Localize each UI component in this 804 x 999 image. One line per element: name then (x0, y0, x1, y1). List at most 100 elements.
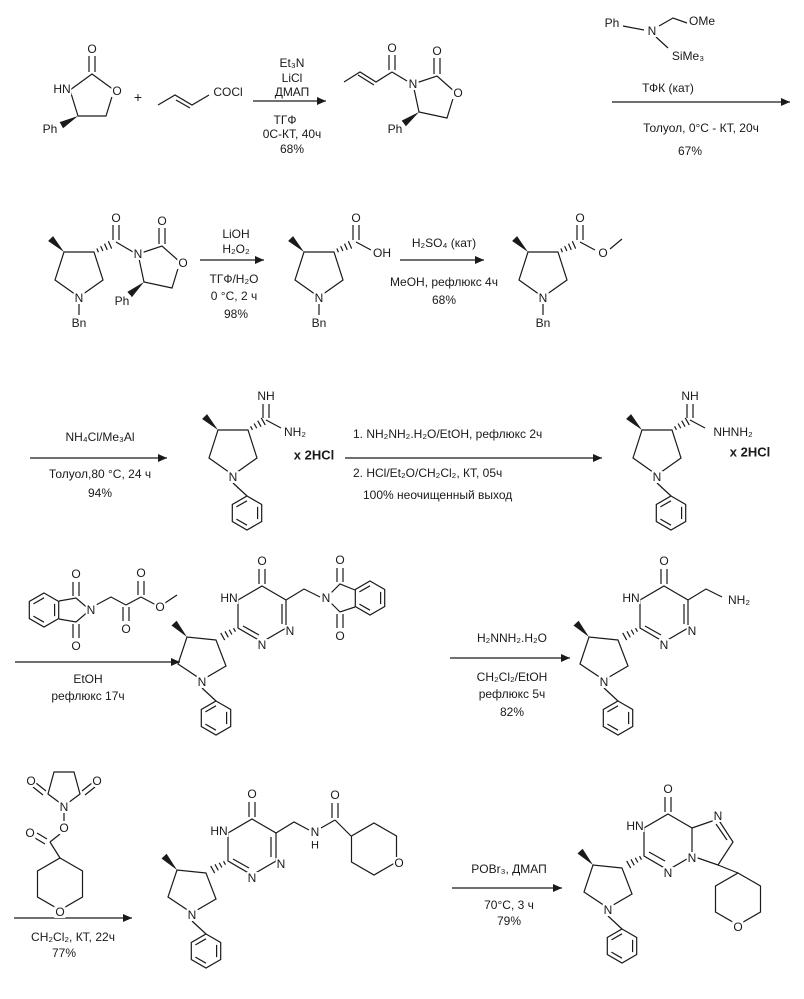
step3-cond-line1: ТГФ/H₂O (208, 272, 260, 286)
cpd4-ring-o: O (177, 256, 189, 270)
cpd13-n1: N (275, 857, 287, 871)
cpd12-ester-o: O (58, 821, 70, 835)
cpd9-n: N (85, 603, 97, 617)
amine-n: N (646, 24, 658, 38)
cpd11-nh2: NH₂ (727, 593, 751, 607)
step8-reagent: H₂NNH₂.H₂O (476, 631, 548, 645)
cpd12-imide-o-left: O (25, 774, 37, 788)
compound-8-structure (625, 404, 706, 531)
cpd14-imidazole-n: N (712, 809, 724, 823)
cpd12-n: N (58, 800, 70, 814)
step5-cond: Толуол,80 °C, 24 ч (47, 467, 153, 481)
cpd2-cocl: COCl (212, 85, 244, 99)
cpd12-carbonyl-o: O (24, 826, 36, 840)
cpd6-ester-o: O (597, 246, 609, 260)
step9-cond: CH₂Cl₂, КТ, 22ч (30, 930, 116, 944)
cpd3-ring-o: O (452, 86, 464, 100)
cpd13-hn: HN (209, 824, 229, 838)
cpd3-n: N (407, 77, 419, 91)
cpd4-ph: Ph (113, 294, 131, 308)
cpd11-triazinone-o: O (658, 554, 670, 568)
step9-yield: 77% (50, 946, 78, 960)
cpd8-nh: NH (680, 389, 700, 403)
cpd13-thp-o: O (393, 856, 405, 870)
cpd14-n2: N (662, 866, 674, 880)
cpd11-hn: HN (621, 591, 641, 605)
step10-reagent: POBr₃, ДМАП (470, 862, 548, 876)
step8-yield: 82% (498, 705, 526, 719)
step5-yield: 94% (86, 486, 114, 500)
step10-cond: 70°C, 3 ч (483, 898, 535, 912)
cpd14-o: O (662, 782, 674, 796)
cpd4-carbonyl-o: O (156, 214, 168, 228)
cpd14-pyr-n: N (602, 903, 614, 917)
cpd10-phth-o-top: O (334, 553, 346, 567)
cpd13-amide-n: N (309, 825, 321, 839)
step1-reagent-line3: ДМАП (273, 85, 311, 99)
cpd12-imide-o-right: O (91, 774, 103, 788)
cpd14-hn: HN (625, 819, 645, 833)
cpd11-pyr-n: N (598, 675, 610, 689)
step1-reagent-line2: LiCl (280, 71, 304, 85)
cpd13-triazinone-o: O (246, 787, 258, 801)
step1-reagent-line1: Et₃N (278, 56, 306, 70)
cpd9-keto-o: O (120, 622, 132, 636)
amine-reagent-structure (622, 17, 688, 49)
step2-yield: 67% (676, 144, 704, 158)
cpd10-pyr-n: N (196, 675, 208, 689)
cpd1-ring-o: O (111, 84, 123, 98)
cpd7-nh2: NH₂ (283, 425, 307, 439)
step3-yield: 98% (222, 307, 250, 321)
cpd12-thp-o: O (54, 905, 66, 919)
cpd10-hn: HN (219, 591, 239, 605)
cpd8-nhnh2: NHNH₂ (712, 425, 754, 439)
cpd4-bn: Bn (70, 316, 88, 330)
cpd10-n2: N (256, 638, 268, 652)
cpd1-ph: Ph (41, 122, 59, 136)
compound-3-structure (343, 55, 456, 127)
step7-cond-line1: EtOH (72, 672, 104, 686)
cpd8-n: N (651, 470, 663, 484)
step1-yield: 68% (278, 142, 306, 156)
cpd14-thp-o: O (732, 920, 744, 934)
cpd7-nh: NH (256, 389, 276, 403)
cpd13-amide-h: H (310, 839, 320, 852)
step4-reagent: H₂SO₄ (кат) (410, 236, 478, 250)
amine-sime3: SiMe₃ (670, 49, 706, 63)
step6-reagent: 1. NH₂NH₂.H₂O/EtOH, рефлюкс 2ч (352, 427, 544, 441)
step1-cond-line2: 0C-КТ, 40ч (261, 127, 323, 141)
step3-cond-line2: 0 °C, 2 ч (209, 289, 259, 303)
cpd13-amide-o: O (329, 788, 341, 802)
step4-yield: 68% (430, 293, 458, 307)
step3-reagent-line2: H₂O₂ (221, 242, 251, 256)
cpd9-imide-o-bottom: O (70, 639, 82, 653)
cpd5-oh: OH (372, 246, 392, 260)
cpd9-ether-o: O (154, 600, 166, 614)
compound-1-structure (59, 56, 115, 129)
step3-reagent-line1: LiOH (221, 227, 251, 241)
step5-reagent: NH₄Cl/Me₃Al (64, 430, 136, 444)
cpd10-phth-o-bottom: O (334, 629, 346, 643)
reaction-arrows (14, 97, 790, 922)
step4-cond: MeOH, рефлюкс 4ч (389, 275, 499, 289)
cpd1-nh: HN (52, 82, 72, 96)
cpd5-n: N (313, 291, 325, 305)
cpd6-bn: Bn (534, 316, 552, 330)
cpd11-n1: N (686, 624, 698, 638)
compound-5-structure (287, 225, 372, 315)
step2-reagent: ТФК (кат) (641, 81, 695, 95)
cpd5-o: O (350, 211, 362, 225)
step7-cond-line2: рефлюкс 17ч (50, 689, 126, 703)
cpd6-o: O (574, 211, 586, 225)
plus-sign: + (132, 89, 144, 105)
cpd10-triazinone-o: O (256, 554, 268, 568)
compound-6-structure (511, 225, 623, 315)
cpd11-n2: N (658, 638, 670, 652)
step1-cond-line1: ТГФ (272, 113, 298, 127)
cpd6-n: N (537, 291, 549, 305)
cpd3-acyl-o: O (386, 41, 398, 55)
cpd7-n: N (227, 470, 239, 484)
